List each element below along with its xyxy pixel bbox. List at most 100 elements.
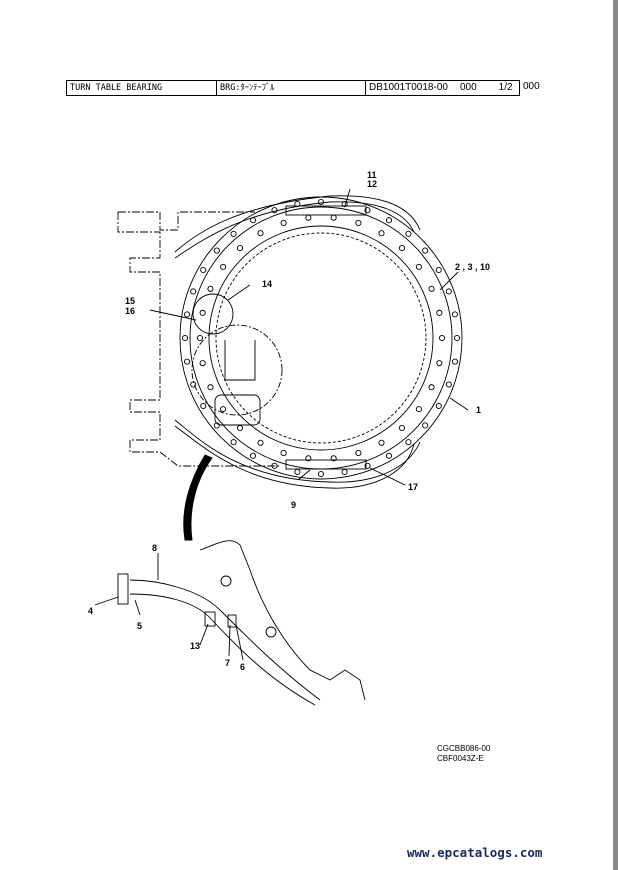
bolt-hole <box>199 309 206 316</box>
bolt-hole <box>405 439 412 446</box>
bolt-hole <box>398 424 406 431</box>
bolt-hole <box>364 462 371 469</box>
scrollbar[interactable] <box>613 0 618 870</box>
bolt-hole <box>436 360 443 367</box>
title-block: TURN TABLE BEARING BRG:ﾀｰﾝﾃｰﾌﾞﾙ DB1001T0… <box>66 80 540 96</box>
grease-line-bottom <box>174 419 421 483</box>
bolt-hole <box>415 263 422 270</box>
bolt-hole <box>280 219 287 226</box>
callout-9: 9 <box>291 500 296 510</box>
part-number: DB1001T0018-00 <box>369 82 448 93</box>
bolt-hole <box>207 285 214 292</box>
bottom-plate <box>285 459 367 470</box>
callout-5: 5 <box>137 621 142 631</box>
callout-7: 7 <box>225 658 230 668</box>
bolt-hole <box>230 439 237 446</box>
fitting-13 <box>204 611 216 627</box>
detail-outline <box>199 540 366 701</box>
top-plate <box>285 205 367 216</box>
bolt-hole <box>405 230 412 237</box>
code-1: 000 <box>459 82 477 93</box>
bolt-hole <box>271 462 278 469</box>
detail-arrow <box>183 454 213 541</box>
bolt-hole <box>355 450 362 457</box>
motor-block <box>214 394 261 426</box>
callout-14: 14 <box>262 279 272 289</box>
fitting-block <box>117 573 129 605</box>
hose-1 <box>129 579 321 701</box>
bolt-hole <box>200 266 207 274</box>
page-number: 1/2 <box>498 82 513 93</box>
grease-line-top-2 <box>174 201 415 259</box>
bolt-hole <box>451 358 458 365</box>
bolt-hole <box>385 452 393 459</box>
bolt-hole <box>305 455 312 462</box>
part-number-cell: DB1001T0018-00 000 1/2 <box>366 80 520 96</box>
bolt-hole <box>355 219 362 226</box>
bolt-hole <box>428 384 435 391</box>
callout-11: 11 <box>367 170 377 180</box>
bolt-hole <box>196 334 204 342</box>
bolt-hole <box>280 450 287 457</box>
valve-body <box>224 340 256 381</box>
grease-line-bottom-2 <box>174 425 415 489</box>
bolt-hole <box>445 288 452 295</box>
callout-12: 12 <box>367 179 377 189</box>
bolt-hole <box>378 230 385 237</box>
watermark: www.epcatalogs.com <box>407 845 543 860</box>
callout-13: 13 <box>190 641 200 651</box>
bolt-hole <box>317 198 325 206</box>
frame-outline-left <box>117 212 280 467</box>
callout-8: 8 <box>152 543 157 553</box>
bolt-hole <box>436 309 443 316</box>
bolt-hole <box>398 245 406 252</box>
part-name-jp: BRG:ﾀｰﾝﾃｰﾌﾞﾙ <box>217 80 366 96</box>
bolt-hole <box>213 247 220 254</box>
callout-2-3-10: 2 , 3 , 10 <box>455 262 490 272</box>
bolt-hole <box>438 334 446 342</box>
bolt-hole <box>445 381 452 388</box>
part-name-en: TURN TABLE BEARING <box>66 80 217 96</box>
detail-circle <box>191 324 283 416</box>
bolt-hole <box>236 245 244 252</box>
bolt-hole <box>317 470 325 478</box>
callout-17: 17 <box>408 482 418 492</box>
gear-teeth <box>215 232 427 444</box>
bolt-hole <box>220 406 227 413</box>
bolt-hole <box>435 402 442 410</box>
inner-gear-ring <box>208 225 434 451</box>
bolt-hole <box>428 285 435 292</box>
callout-1: 1 <box>476 405 481 415</box>
bolt-hole <box>422 422 429 429</box>
bolt-hole <box>364 207 371 214</box>
bolt-hole <box>378 439 385 446</box>
bolt-hole <box>453 334 461 342</box>
bolt-hole <box>415 406 422 413</box>
grease-line-top <box>174 195 421 253</box>
bolt-hole <box>435 266 442 274</box>
bolt-hole <box>184 311 191 318</box>
bolt-hole <box>385 217 393 224</box>
bolt-hole <box>230 230 237 237</box>
bolt-hole <box>184 358 191 365</box>
callout-4: 4 <box>88 606 93 616</box>
callout-16: 16 <box>125 306 135 316</box>
callout-15: 15 <box>125 296 135 306</box>
drawing-code-1: CGCBB086-00 <box>437 744 491 753</box>
frame-outline <box>118 211 255 231</box>
bolt-hole <box>190 288 197 295</box>
drawing-code-2: CBF0043Z-E <box>437 754 484 763</box>
callout-6: 6 <box>240 662 245 672</box>
drawing-codes: CGCBB086-00 CBF0043Z-E <box>437 744 490 764</box>
bolt-hole <box>257 439 264 446</box>
bolt-hole <box>257 230 264 237</box>
component-14 <box>192 293 234 335</box>
hose-2 <box>129 593 316 706</box>
bolt-hole <box>200 402 207 410</box>
bolt-hole <box>220 263 227 270</box>
bolt-hole <box>451 311 458 318</box>
code-2: 000 <box>523 81 540 92</box>
fitting-6-7 <box>227 614 237 628</box>
